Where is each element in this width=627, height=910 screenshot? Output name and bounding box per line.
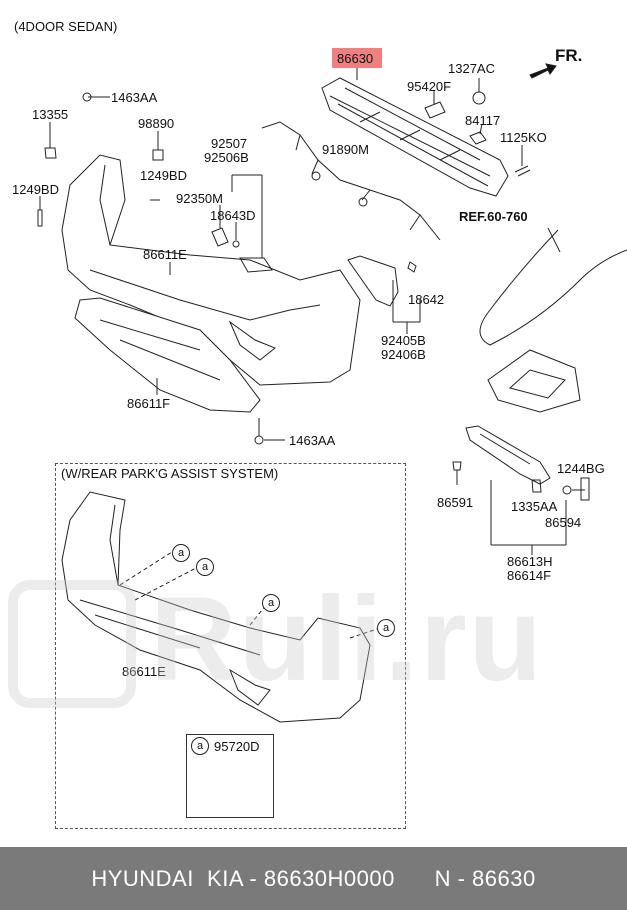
watermark-text: Ruli.ru: [150, 572, 544, 706]
reference-label[interactable]: REF.60-760: [459, 209, 528, 224]
part-label-84117[interactable]: 84117: [465, 113, 501, 128]
part-label-1244BG[interactable]: 1244BG: [557, 461, 605, 476]
part-label-86591[interactable]: 86591: [437, 495, 474, 510]
part-label-1249BD-right[interactable]: 1249BD: [140, 168, 187, 183]
part-label-1125KO[interactable]: 1125KO: [500, 130, 547, 145]
callout-a-sensor: a: [191, 737, 209, 755]
callout-a-1: a: [172, 544, 190, 562]
part-label-95420F[interactable]: 95420F: [407, 79, 452, 94]
part-label-86611E-park[interactable]: 86611E: [122, 664, 166, 679]
part-label-1327AC[interactable]: 1327AC: [448, 61, 495, 76]
watermark-logo-icon: [8, 580, 136, 708]
part-label-92506B[interactable]: 92506B: [204, 150, 249, 165]
part-label-1335AA[interactable]: 1335AA: [511, 499, 558, 514]
part-label-13355[interactable]: 13355: [32, 107, 69, 122]
callout-a-3: a: [262, 594, 280, 612]
part-label-98890[interactable]: 98890: [138, 116, 175, 131]
part-label-18642[interactable]: 18642: [408, 292, 445, 307]
part-label-92406B[interactable]: 92406B: [381, 347, 426, 362]
part-label-18643D[interactable]: 18643D: [210, 208, 256, 223]
beam-86630-shape: [321, 77, 509, 197]
part-label-86630[interactable]: 86630: [337, 51, 374, 66]
park-assist-title: (W/REAR PARK'G ASSIST SYSTEM): [61, 466, 279, 481]
callout-a-4: a: [377, 619, 395, 637]
park-assist-bumper-shape: [61, 491, 371, 723]
part-label-1463AA-bottom[interactable]: 1463AA: [289, 433, 336, 448]
part-label-92350M[interactable]: 92350M: [176, 191, 223, 206]
part-label-1249BD-left[interactable]: 1249BD: [12, 182, 59, 197]
part-label-1463AA-top[interactable]: 1463AA: [111, 90, 158, 105]
part-label-92507[interactable]: 92507: [211, 136, 248, 151]
parts-diagram: (4DOOR SEDAN) FR. 86630 1327AC 95420F 84…: [8, 19, 627, 829]
part-label-86611F[interactable]: 86611F: [127, 396, 171, 411]
callout-a-2: a: [196, 558, 214, 576]
part-label-86613H[interactable]: 86613H: [507, 554, 553, 569]
diagram-drawing: [37, 63, 627, 803]
part-label-86611E[interactable]: 86611E: [143, 247, 187, 262]
variant-title: (4DOOR SEDAN): [14, 19, 118, 34]
footer-part-number: 86630H0000: [263, 866, 395, 891]
part-label-86614F[interactable]: 86614F: [507, 568, 552, 583]
part-label-92405B[interactable]: 92405B: [381, 333, 426, 348]
footer-code: N - 86630: [434, 866, 536, 891]
front-direction-label: FR.: [555, 46, 583, 65]
part-label-86594[interactable]: 86594: [545, 515, 582, 530]
bumper-cover-shape: [61, 154, 361, 386]
footer-bar: HYUNDAI KIA - 86630H0000 N - 86630: [0, 847, 627, 910]
park-assist-box: [55, 463, 406, 829]
part-label-91890M[interactable]: 91890M: [322, 142, 369, 157]
fr-arrow-icon: [529, 63, 557, 79]
footer-brand: HYUNDAI KIA: [91, 866, 243, 891]
highlight-86630: [332, 48, 382, 68]
part-label-95720D[interactable]: 95720D: [214, 739, 260, 754]
